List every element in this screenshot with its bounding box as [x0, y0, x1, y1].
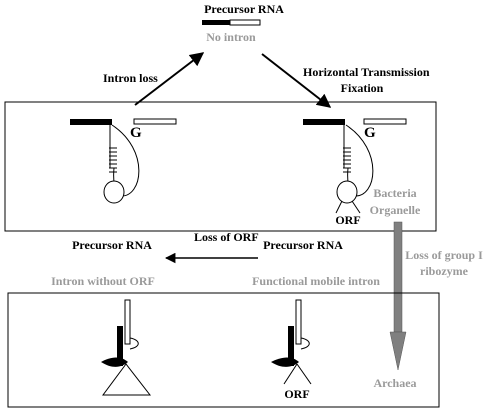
- top-precursor-title: Precursor RNA: [204, 2, 284, 16]
- intron-loss-label: Intron loss: [103, 71, 158, 85]
- left-g-label: G: [130, 125, 142, 141]
- organelle-label: Organelle: [370, 203, 421, 217]
- bottom-box: [7, 292, 440, 408]
- functional-mobile-intron-label: Functional mobile intron: [252, 274, 380, 288]
- horizontal-transmission-arrow: [261, 53, 332, 108]
- no-intron-label: No intron: [206, 30, 256, 44]
- archaea-label: Archaea: [373, 376, 416, 390]
- intron-without-orf-label: Intron without ORF: [51, 274, 155, 288]
- bottom-orf-label: ORF: [284, 387, 309, 401]
- top-exon-black: [202, 20, 230, 25]
- loss-of-group-i-arrow: [389, 221, 407, 371]
- top-exon-white: [229, 19, 261, 26]
- intron-loss-arrow: [134, 52, 205, 106]
- bottom-left-intron: [101, 299, 152, 396]
- bottom-middle-intron: [271, 299, 312, 385]
- right-intron-structure: [303, 118, 407, 214]
- horizontal-transmission-label: Horizontal Transmission: [303, 65, 430, 79]
- right-g-label: G: [364, 125, 376, 141]
- loss-of-orf-label: Loss of ORF: [194, 230, 259, 244]
- left-precursor-title: Precursor RNA: [72, 238, 152, 252]
- ribozyme-label: ribozyme: [420, 264, 469, 278]
- top-orf-label: ORF: [335, 213, 360, 227]
- bacteria-label: Bacteria: [373, 186, 416, 200]
- loss-of-group-i-label: Loss of group I: [405, 248, 483, 262]
- left-intron-structure: [70, 118, 177, 204]
- right-precursor-title: Precursor RNA: [263, 238, 343, 252]
- fixation-label: Fixation: [341, 81, 384, 95]
- top-box: [4, 101, 437, 232]
